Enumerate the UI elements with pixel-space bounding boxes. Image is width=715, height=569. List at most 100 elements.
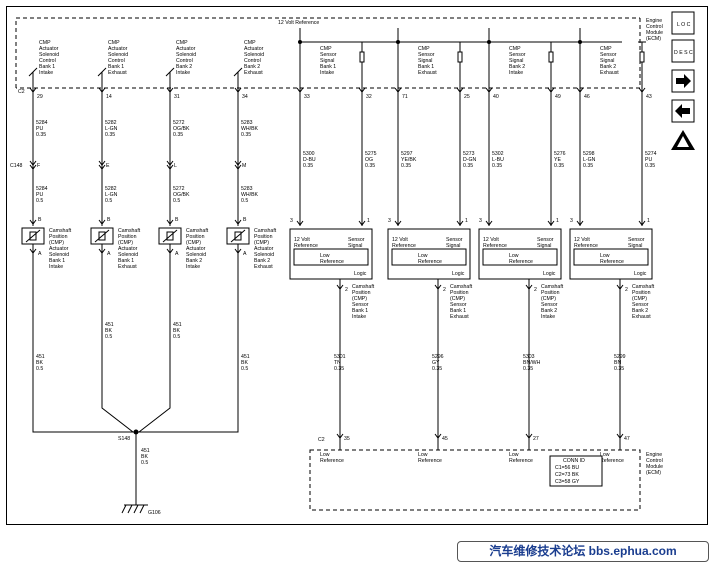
diagram-frame <box>6 6 708 525</box>
pin-marker <box>166 87 174 93</box>
resistor-icon <box>359 51 365 63</box>
svg-text:Control: Control <box>244 58 261 64</box>
ecm-signal-label: Intake <box>320 70 334 76</box>
ecm-signal-label: CMP <box>509 46 521 52</box>
svg-text:Module: Module <box>646 30 663 36</box>
pin-marker <box>234 219 242 225</box>
ecm-signal-label: Sensor <box>509 52 526 58</box>
wire-label: 5282 <box>105 186 117 192</box>
svg-text:Exhaust: Exhaust <box>244 70 263 76</box>
svg-text:Reference: Reference <box>509 458 533 464</box>
wire-label: OG/BK <box>173 192 190 198</box>
svg-text:CMP: CMP <box>244 40 256 46</box>
sensor-inner-box <box>482 248 558 266</box>
svg-text:Exhaust: Exhaust <box>108 70 127 76</box>
sensor-label: Intake <box>352 314 366 320</box>
svg-text:CMP: CMP <box>108 40 120 46</box>
wire-label: 5284 <box>36 120 48 126</box>
wire-label-ref: 0.35 <box>303 163 313 169</box>
pin-low: 45 <box>442 436 448 442</box>
wire-label-ref: L-BU <box>492 157 504 163</box>
desc-nav-button[interactable]: D E S C <box>671 39 695 63</box>
wire-label-low: 0.35 <box>334 366 344 372</box>
wire-label-ref: 5300 <box>303 151 315 157</box>
actuator-label: (CMP) <box>118 240 133 246</box>
ground-wire-label: 451 BK 0.5 <box>141 448 150 466</box>
actuator-label: Solenoid <box>118 252 138 258</box>
next-arrow-icon[interactable] <box>671 69 695 93</box>
wire-label-low: 5299 <box>614 354 626 360</box>
conn-id-box: CONN ID C1=56 BU C2=73 BK C3=58 GY <box>549 455 603 487</box>
pin-3: 3 <box>388 218 391 224</box>
ground-feed-b1ex <box>101 258 134 433</box>
svg-text:Reference: Reference <box>600 259 624 265</box>
svg-text:Engine: Engine <box>646 452 662 458</box>
wire-label-ref: 5297 <box>401 151 413 157</box>
wire-label-ref: 5298 <box>583 151 595 157</box>
sensor-inner-box <box>573 248 649 266</box>
pin-ref: 40 <box>493 94 499 100</box>
ecm-bottom-boundary <box>309 449 641 511</box>
coil-diagonal <box>25 229 41 243</box>
pin-3: 3 <box>290 218 293 224</box>
sensor-label: Bank 1 <box>352 308 368 314</box>
wire-label-sig: 5276 <box>554 151 566 157</box>
wire-label-ref: L-GN <box>583 157 596 163</box>
pin-b: B <box>175 217 179 223</box>
svg-text:Reference: Reference <box>320 259 344 265</box>
pin-marker <box>336 284 344 290</box>
wire-label: 5272 <box>173 186 185 192</box>
svg-text:Engine: Engine <box>646 18 662 24</box>
sensor-box-sig: Sensor <box>446 237 463 243</box>
prev-arrow-icon[interactable] <box>671 99 695 123</box>
wire-label-sig: PU <box>645 157 652 163</box>
ecm-signal-label: Intake <box>509 70 523 76</box>
sensor-label: Sensor <box>541 302 558 308</box>
ground-wire-label: BK <box>173 328 180 334</box>
ecm-signal-label: Exhaust <box>418 70 437 76</box>
ecm-signal-label: CMP <box>320 46 332 52</box>
wire-label-low: BN <box>614 360 621 366</box>
pin-marker <box>525 284 533 290</box>
sensor-label: Exhaust <box>450 314 469 320</box>
pin-marker <box>29 248 37 254</box>
sensor-box-logic: Logic <box>634 271 647 277</box>
svg-text:Actuator: Actuator <box>244 46 264 52</box>
actuator-label: Actuator <box>49 246 69 252</box>
wire-label: 5272 <box>173 120 185 126</box>
wire-label-low: 5301 <box>334 354 346 360</box>
ground-bus <box>32 258 239 433</box>
svg-text:Intake: Intake <box>176 70 190 76</box>
pin-1: 1 <box>465 218 468 224</box>
pin-number: 34 <box>242 94 248 100</box>
svg-text:C1=56 BU: C1=56 BU <box>555 465 579 471</box>
actuator-label: Exhaust <box>254 264 273 270</box>
actuator-label: Intake <box>49 264 63 270</box>
svg-text:Reference: Reference <box>483 243 507 249</box>
sensor-pin-markers <box>485 220 555 226</box>
sensor-label: (CMP) <box>632 296 647 302</box>
svg-text:Intake: Intake <box>39 70 53 76</box>
resistor-icon <box>548 51 554 63</box>
svg-text:(ECM): (ECM) <box>646 470 661 476</box>
actuator-label: Position <box>118 234 137 240</box>
ground-wire-label: BK <box>105 328 112 334</box>
ecm-signal-label: Sensor <box>418 52 435 58</box>
actuator-label: (CMP) <box>254 240 269 246</box>
svg-text:Signal: Signal <box>446 243 460 249</box>
sensor-box <box>289 228 373 280</box>
pin-a: A <box>38 251 42 257</box>
sensor-box-sig: Sensor <box>628 237 645 243</box>
wire-label-sig: OG <box>365 157 373 163</box>
pin-3: 3 <box>570 218 573 224</box>
wire-label-ref: YE/BK <box>401 157 417 163</box>
svg-text:CMP: CMP <box>39 40 51 46</box>
actuator-label: Camshaft <box>118 228 141 234</box>
pin-2: 2 <box>625 287 628 293</box>
connector-c2-bottom: C2 <box>318 437 325 443</box>
ecm-low-label: Low <box>418 452 428 458</box>
sensor-label: Bank 1 <box>450 308 466 314</box>
coil-symbol <box>166 231 174 241</box>
svg-text:Reference: Reference <box>418 458 442 464</box>
loc-nav-button[interactable]: L O C <box>671 11 695 35</box>
